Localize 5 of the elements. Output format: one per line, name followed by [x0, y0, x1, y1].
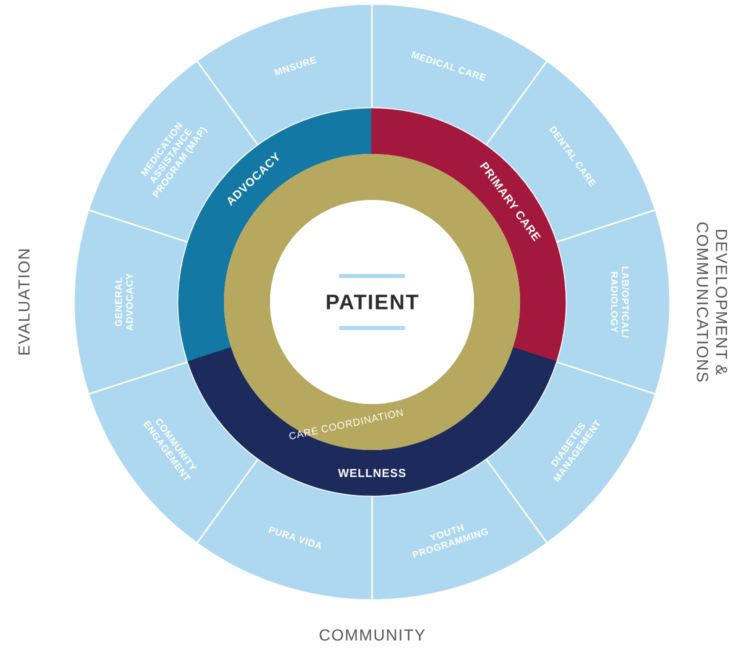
side-label: DEVELOPMENT & COMMUNICATIONS	[696, 222, 728, 382]
ring-segment: LAB/OPTICAL/ RADIOLOGY	[556, 209, 671, 395]
side-label: EVALUATION	[18, 250, 30, 354]
side-label: COMMUNITY	[320, 629, 425, 641]
ring-segment: GENERAL ADVOCACY	[73, 209, 188, 395]
